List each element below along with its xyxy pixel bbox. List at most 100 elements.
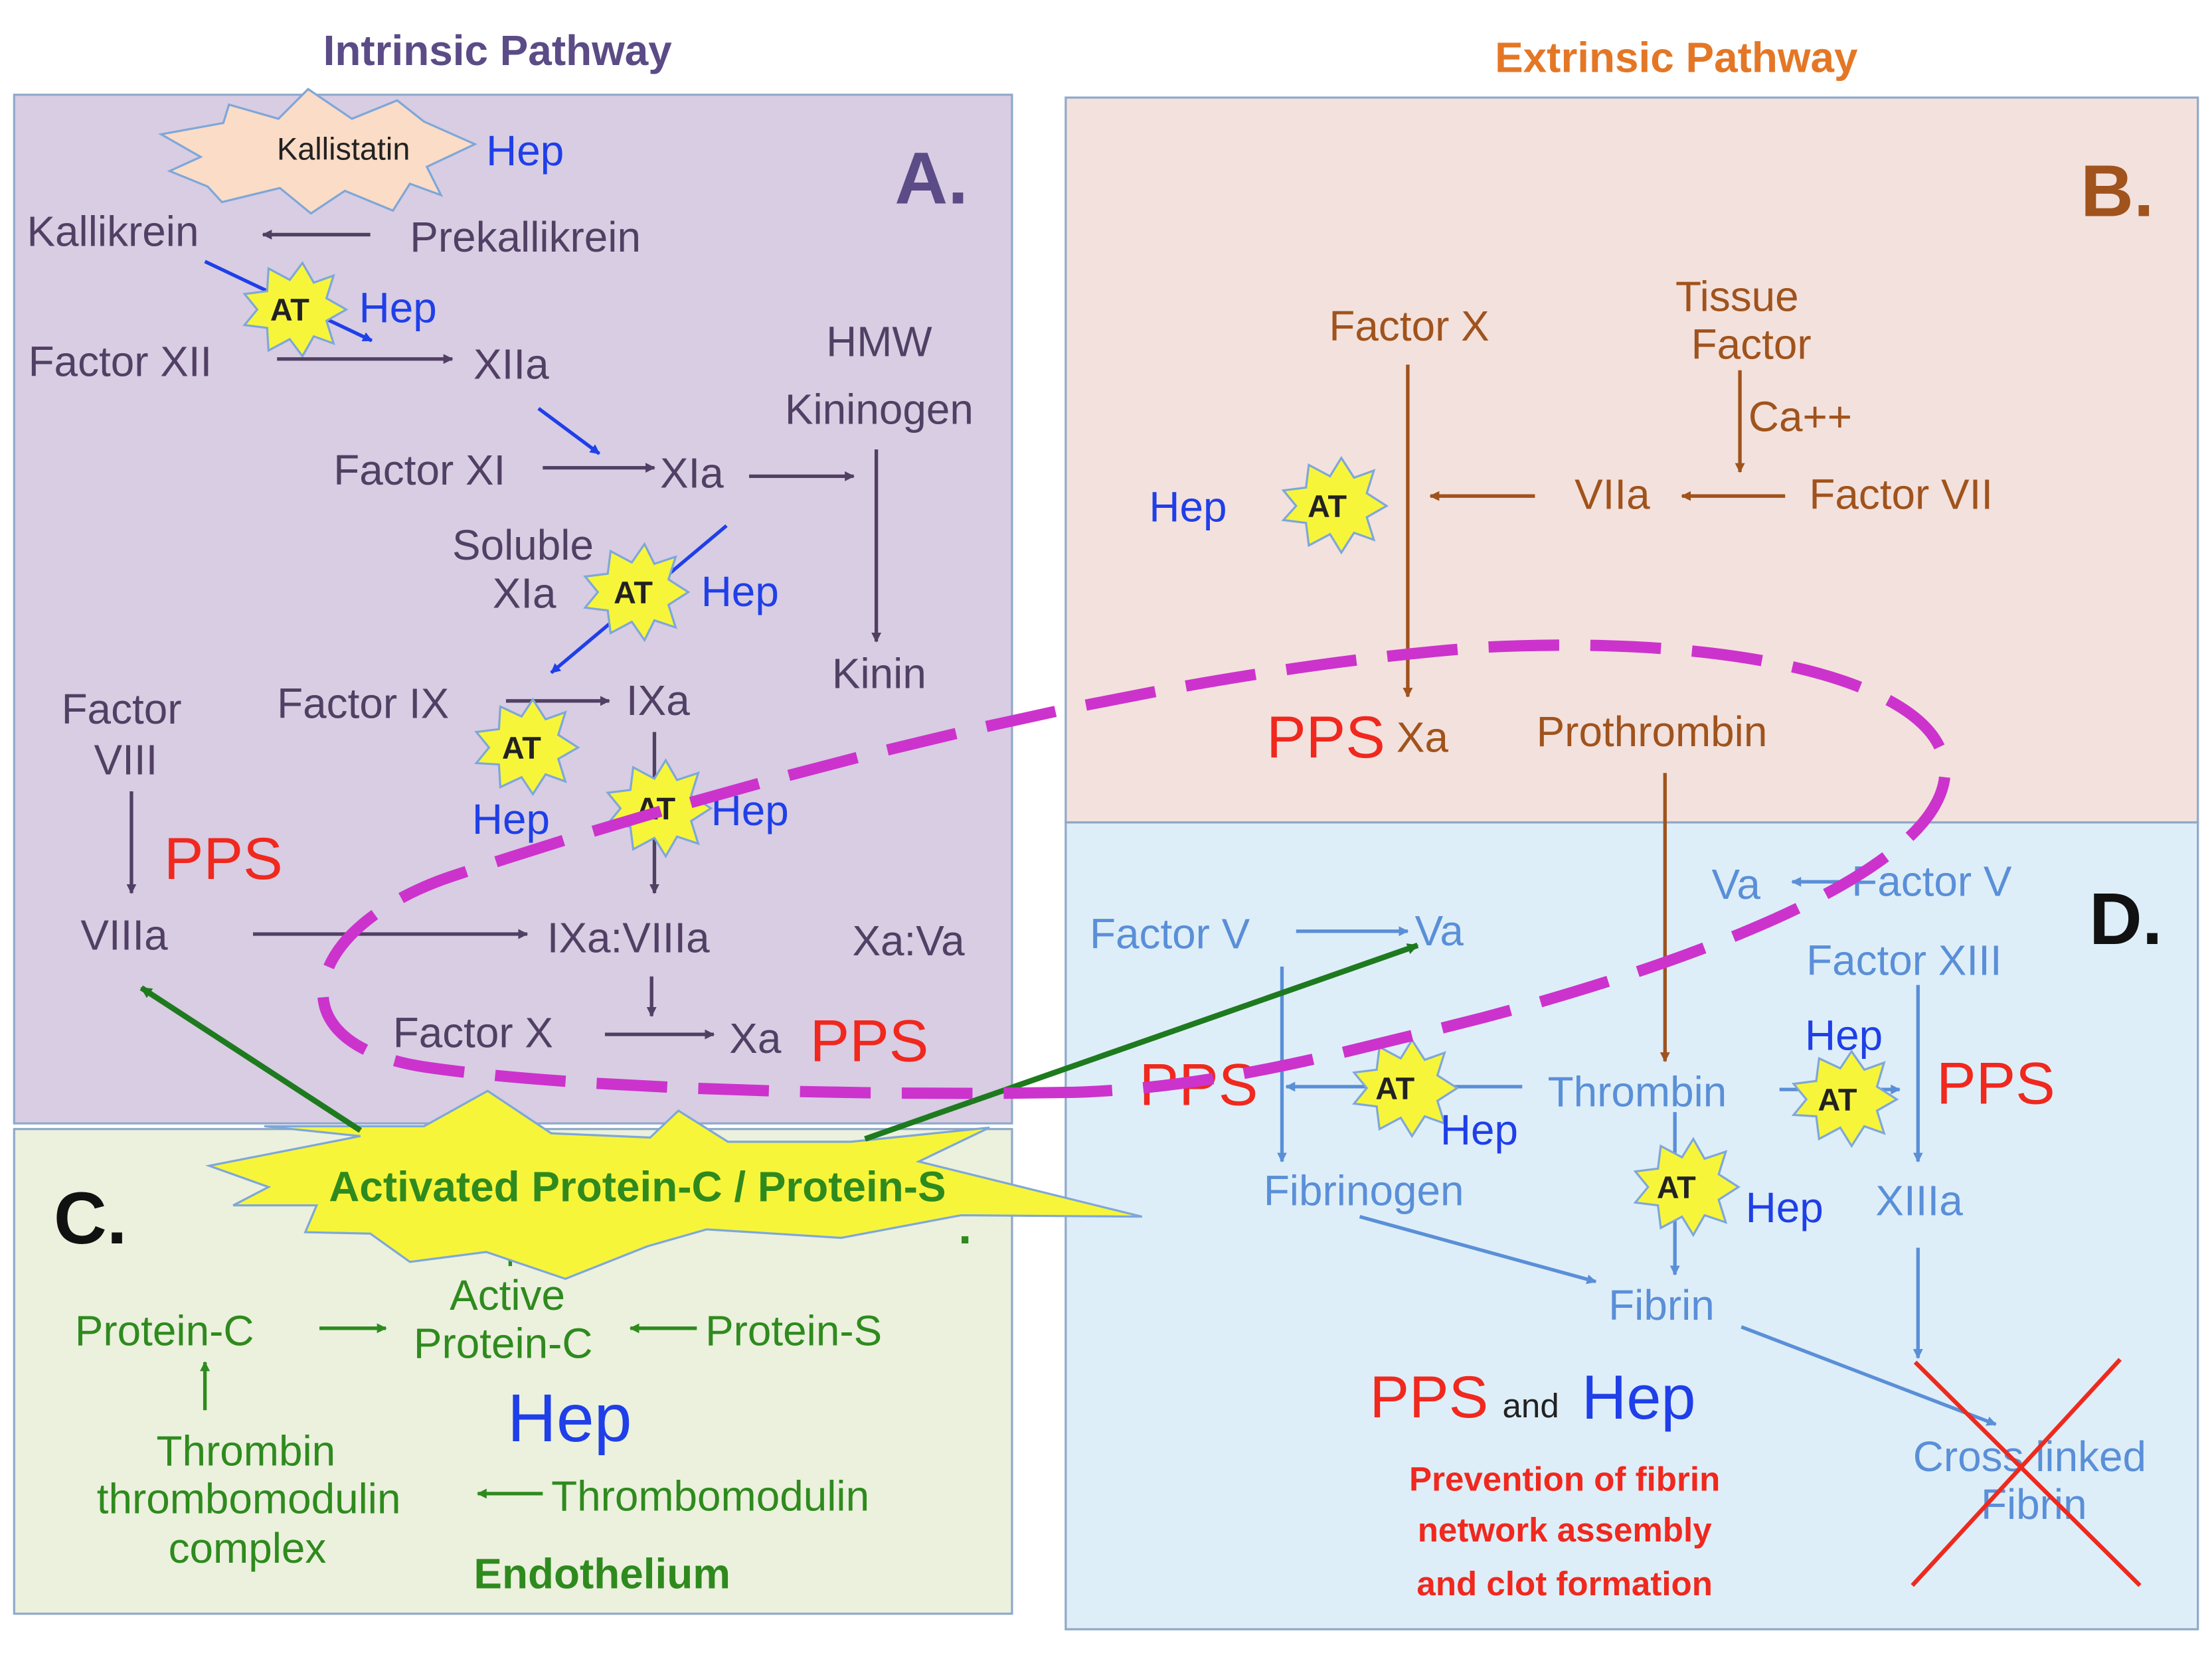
hep-label: Hep [359,283,437,331]
panel-b-letter: B. [2081,151,2154,232]
thrombin-complex-label: thrombomodulin [97,1475,401,1523]
at-label: AT [1818,1083,1857,1117]
factor-x-label: Factor X [1329,302,1489,350]
protein-c-label: Protein-C [75,1306,254,1354]
at-label: AT [270,293,309,327]
protein-s-label: Protein-S [705,1306,882,1354]
apc-label: Activated Protein-C / Protein-S [329,1162,946,1210]
at-label: AT [614,576,653,610]
at-label: AT [502,731,541,765]
at-label: AT [1308,489,1347,524]
soluble-xia-label: XIa [493,569,556,617]
hep-label: Hep [1746,1184,1824,1231]
tissue-factor-label: Tissue [1675,272,1799,320]
pps-label: PPS [164,825,283,892]
viiia-label: VIIIa [80,911,168,959]
at-label: AT [1375,1071,1414,1106]
thrombin-complex-label: complex [169,1524,327,1572]
at-star-shape [1281,455,1389,555]
prevention-text: Prevention of fibrin [1409,1461,1720,1498]
xa-va-label: Xa:Va [852,917,965,965]
prevention-text: and clot formation [1416,1565,1713,1603]
active-protein-c-label: Active [450,1271,565,1319]
thrombomodulin-label: Thrombomodulin [551,1472,869,1520]
hep-label: Hep [1805,1012,1883,1060]
prevention-text: network assembly [1418,1511,1712,1549]
panel-d-letter: D. [2089,878,2163,960]
at-label: AT [1657,1170,1696,1205]
pps-label: PPS [1369,1364,1488,1430]
pps-label: PPS [810,1008,929,1074]
factor-v-label: Factor V [1090,909,1250,957]
xiia-to-xia-arrow [537,407,601,455]
tissue-factor-label: Factor [1691,321,1812,368]
thrombin-complex-label: Thrombin [157,1427,336,1474]
fibrinogen-to-fibrin-arrow [1359,1215,1597,1285]
red-x-mark [1911,1358,2122,1587]
apc-burst-shape [205,1089,1143,1281]
factor-ix-label: Factor IX [277,679,449,727]
fibrinogen-label: Fibrinogen [1264,1167,1464,1215]
hep-label: Hep [701,568,779,615]
xiia-label: XIIa [473,341,549,388]
active-protein-c-label: Protein-C [414,1320,593,1368]
at-star-shape [474,697,580,797]
xa-label: Xa [729,1014,782,1062]
ca-label: Ca++ [1748,392,1852,440]
hep-label: Hep [472,795,550,843]
kallistatin-burst-shape [158,88,477,215]
hep-label: Hep [1582,1362,1696,1432]
endothelium-label: Endothelium [473,1549,730,1597]
panel-a-letter: A. [894,138,968,220]
hmw-kininogen-label: HMW [826,317,932,365]
fibrin-label: Fibrin [1608,1281,1715,1329]
va-label: Va [1712,860,1761,908]
prekallikrein-label: Prekallikrein [410,213,641,261]
ixa-viiia-label: IXa:VIIIa [547,914,710,962]
kinin-label: Kinin [832,650,926,698]
xiiia-label: XIIIa [1875,1177,1963,1225]
factor-x-label: Factor X [393,1008,553,1056]
factor-xi-label: Factor XI [333,446,505,494]
ixa-label: IXa [626,676,690,724]
soluble-xia-label: Soluble [452,521,594,569]
hep-label: Hep [507,1380,632,1456]
va-label: Va [1415,907,1464,955]
kallistatin-label: Kallistatin [277,132,410,167]
at-star-shape [583,542,691,643]
panel-a-box [13,94,1013,1125]
factor-viii-label: Factor [62,685,182,733]
extrinsic-pathway-title: Extrinsic Pathway [1495,34,1858,82]
crosslinked-fibrin-label: Fibrin [1981,1480,2087,1528]
at-star-shape [1633,1137,1741,1237]
factor-xiii-label: Factor XIII [1806,937,2001,985]
dashed-ellipse [317,639,1951,1099]
hep-label: Hep [1149,483,1227,531]
thrombin-label: Thrombin [1548,1068,1727,1116]
panel-d-box [1064,821,2199,1630]
hmw-kininogen-label: Kininogen [785,386,974,434]
panel-b-box [1064,96,2199,824]
fibrin-to-crosslinked-arrow [1741,1325,1997,1427]
xia-label: XIa [660,449,724,497]
prothrombin-label: Prothrombin [1537,708,1768,755]
kallikrein-label: Kallikrein [27,207,199,255]
pps-label: PPS [1936,1050,2055,1116]
viia-label: VIIa [1574,470,1650,518]
factor-vii-label: Factor VII [1809,470,1993,518]
hep-label: Hep [1440,1106,1518,1154]
xa-label: Xa [1397,713,1449,761]
factor-viii-label: VIII [94,736,158,783]
at-star-shape [1791,1049,1899,1148]
pps-label: PPS [1266,704,1385,770]
hep-label: Hep [486,127,564,175]
intrinsic-pathway-title: Intrinsic Pathway [323,27,673,74]
apc-to-viiia-arrow [139,985,363,1133]
at-star-shape [242,261,349,358]
factor-xii-label: Factor XII [29,337,213,385]
and-label: and [1503,1387,1559,1425]
panel-c-letter: C. [54,1178,128,1259]
apc-to-va-arrow [864,943,1419,1142]
